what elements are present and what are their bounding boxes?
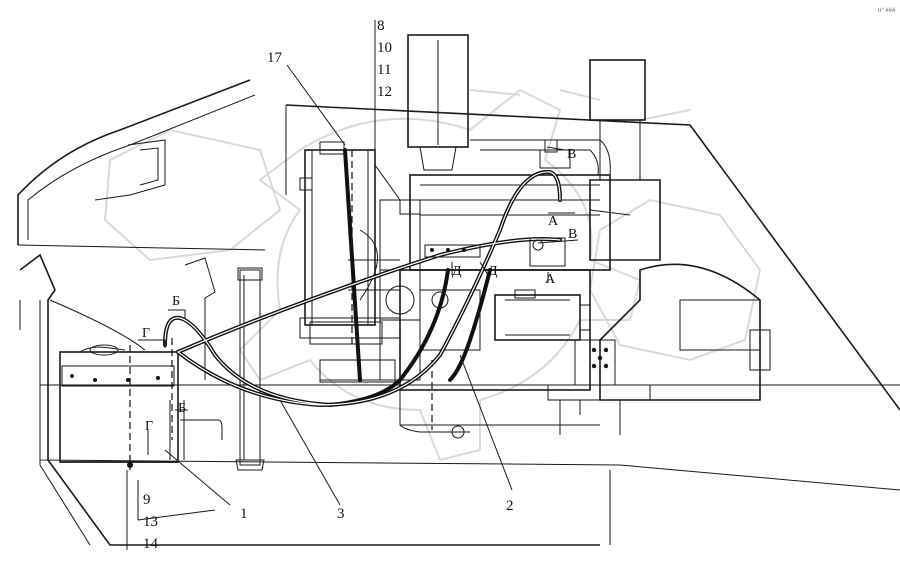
leader-lines [126,20,631,550]
callout-labels: 17 8 10 11 12 1 3 2 9 13 14 [143,18,514,552]
callout-14: 14 [143,536,159,552]
mark-v-top: В [567,147,576,162]
callout-8: 8 [377,18,385,34]
left-pipe [235,267,265,471]
mark-d-right: Д [488,264,498,279]
lower-pipes [169,400,470,460]
mark-g-top: Г [142,326,150,341]
callout-3: 3 [337,506,345,522]
frame-outline [17,79,900,546]
radiator [299,141,400,383]
callout-12: 12 [377,84,392,100]
fuel-hoses [163,148,562,408]
gearbox [547,59,771,435]
mark-b-low: Б [178,401,186,416]
guide-lines [129,150,433,470]
callout-10: 10 [377,40,392,56]
mark-a-top: А [548,214,559,229]
corner-note: n° ### [878,8,896,14]
mark-v-mid: В [568,227,577,242]
air-filter [407,34,469,171]
callout-17: 17 [267,50,283,66]
callout-1: 1 [240,506,248,522]
mark-b-top: Б [172,294,180,309]
starter-motor [494,289,591,341]
callout-11: 11 [377,62,391,78]
callout-9: 9 [143,492,151,508]
callout-13: 13 [143,514,158,530]
callout-2: 2 [506,498,514,514]
mark-a-low: А [545,272,556,287]
mark-d-left: Д [452,264,462,279]
section-marks: Б Г Б Г В А В А Д Д [142,147,577,434]
mark-g-low: Г [145,419,153,434]
fuel-tank [59,344,179,468]
fittings [399,139,566,267]
